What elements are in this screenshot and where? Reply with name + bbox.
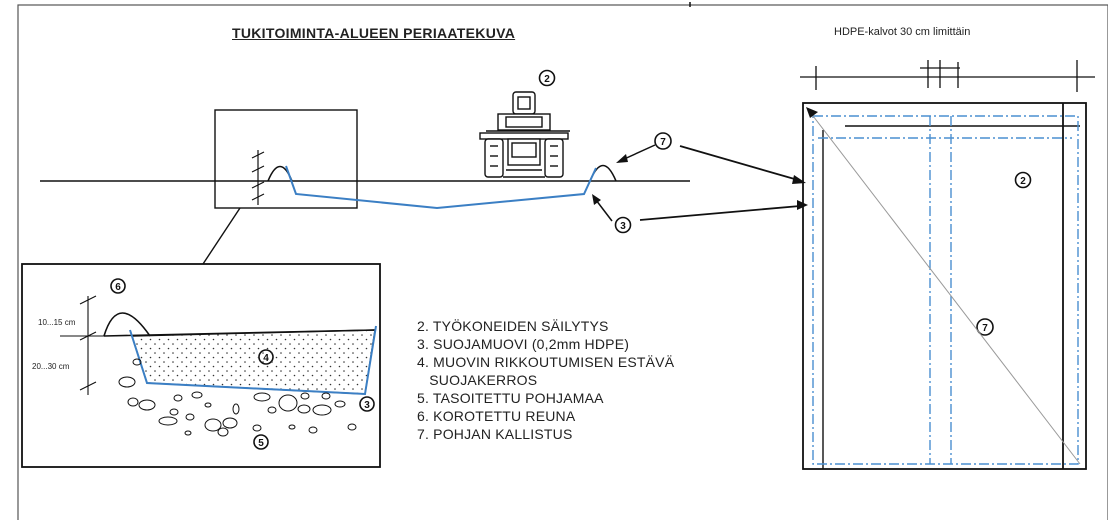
marker-plan-machines: 2: [1020, 176, 1026, 187]
legend-item: 2. TYÖKONEIDEN SÄILYTYS: [417, 318, 609, 334]
hdpe-overlap-label: HDPE-kalvot 30 cm limittäin: [834, 26, 971, 38]
marker-circle-plan-machines: [1014, 171, 1032, 189]
page-title: TUKITOIMINTA-ALUEEN PERIAATEKUVA: [232, 25, 516, 41]
plan-dimension-line: [800, 60, 1095, 92]
legend-item: SUOJAKERROS: [417, 372, 538, 388]
detail-berm: [103, 312, 151, 337]
dimension-bottom-label: 20...30 cm: [32, 362, 70, 371]
subgrade-pebbles: [118, 358, 357, 437]
marker-circle-machine: [538, 69, 556, 87]
marker-detail-liner: 3: [364, 400, 370, 411]
detail-callout-box: [214, 109, 358, 209]
marker-detail-subgrade: 5: [258, 438, 264, 449]
marker-liner: 3: [620, 221, 626, 232]
arrow-3-to-plan: [639, 200, 808, 221]
marker-circle-liner: [614, 216, 632, 234]
legend-item: 6. KOROTETTU REUNA: [417, 408, 576, 424]
marker-detail-berm: 6: [115, 282, 121, 293]
detail-section-box: [21, 263, 381, 468]
legend-item: 7. POHJAN KALLISTUS: [417, 426, 573, 442]
marker-circle-berm-edge: [654, 132, 672, 150]
detail-leader-line: [202, 207, 241, 265]
marker-circle-detail-subgrade: [253, 434, 269, 450]
small-dimension-marks: [251, 150, 265, 205]
marker-circle-plan-slope: [976, 318, 994, 336]
hdpe-sheet-lines: [812, 115, 1079, 465]
work-machine-icon: [479, 91, 570, 178]
arrow-3-to-liner: [592, 194, 613, 222]
liner-line: [285, 165, 597, 210]
legend-item: 4. MUOVIN RIKKOUTUMISEN ESTÄVÄ: [417, 354, 675, 370]
detail-liner-line: [129, 325, 377, 396]
marker-circle-detail-berm: [110, 278, 126, 294]
marker-circle-detail-liner: [359, 396, 375, 412]
marker-machine: 2: [544, 74, 550, 85]
slope-diagonal: [809, 111, 1081, 465]
legend-item: 5. TASOITETTU POHJAMAA: [417, 390, 604, 406]
slope-arrowhead: [806, 107, 818, 118]
legend: 2. TYÖKONEIDEN SÄILYTYS 3. SUOJAMUOVI (0…: [417, 317, 674, 443]
arrow-7-to-plan: [679, 145, 806, 184]
dimension-top-label: 10...15 cm: [38, 318, 76, 327]
legend-item: 3. SUOJAMUOVI (0,2mm HDPE): [417, 336, 630, 352]
marker-plan-slope: 7: [982, 323, 988, 334]
plan-outline: [802, 102, 1087, 470]
arrow-7-to-berm: [616, 144, 656, 163]
marker-berm-edge: 7: [660, 137, 666, 148]
detail-dimension-marks: [60, 295, 110, 395]
page-border: [17, 4, 1108, 520]
